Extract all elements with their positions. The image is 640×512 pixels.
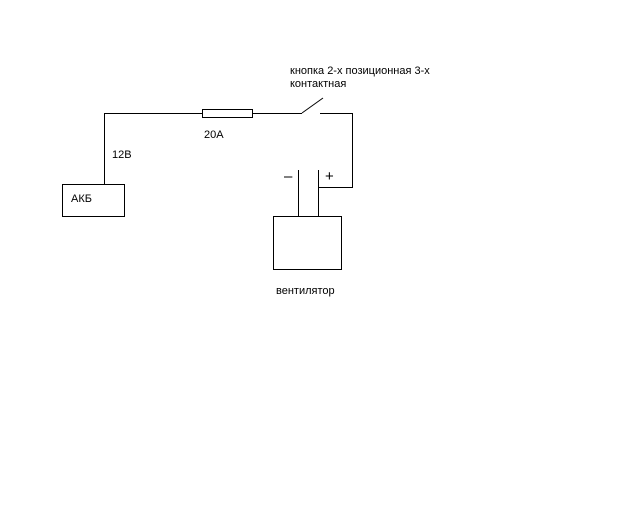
switch-label-line2: контактная — [290, 78, 346, 90]
battery-box — [62, 184, 125, 217]
switch-label-line1: кнопка 2-х позиционная 3-х — [290, 65, 430, 77]
battery-label: АКБ — [71, 193, 92, 205]
plus-sign: + — [325, 168, 334, 185]
fuse-symbol — [202, 109, 253, 118]
fan-box — [273, 216, 342, 270]
fuse-label: 20А — [204, 129, 224, 141]
voltage-label: 12В — [112, 149, 132, 161]
minus-sign: – — [284, 168, 293, 185]
fan-label: вентилятор — [276, 285, 335, 297]
switch-lever — [301, 97, 324, 114]
